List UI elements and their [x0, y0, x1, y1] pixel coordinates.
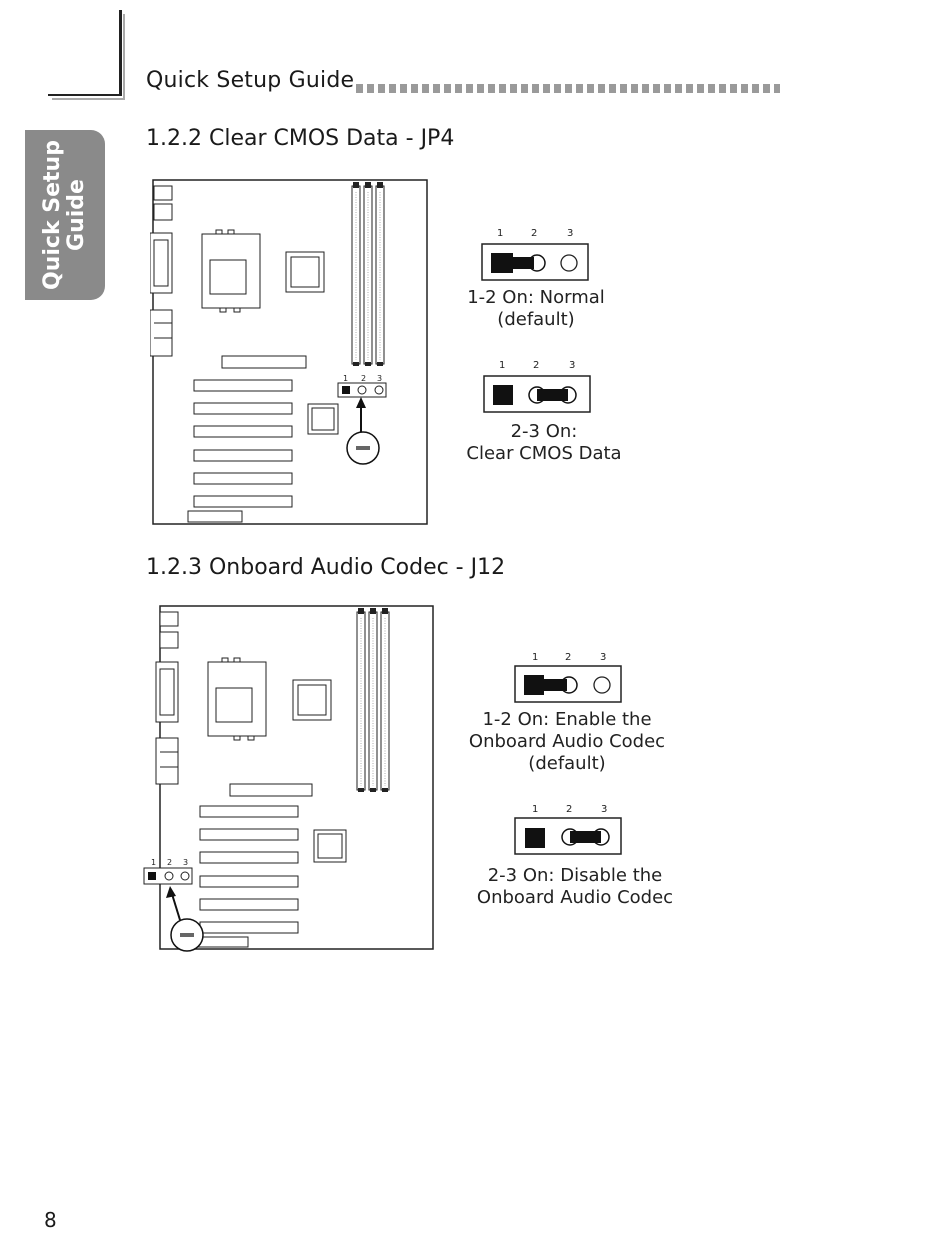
- caption-j12-disable: 2-3 On: Disable the Onboard Audio Codec: [470, 865, 680, 909]
- corner-mark-shadow: [123, 14, 125, 100]
- pin-label-3: 3: [600, 652, 606, 663]
- pin-label-1: 1: [532, 804, 538, 815]
- pin-label-1: 1: [532, 652, 538, 663]
- jumper-jp4-1-2: 1 2 3: [480, 224, 592, 284]
- board-pin-1: 1: [343, 374, 348, 383]
- caption-line: 1-2 On: Normal: [456, 287, 616, 309]
- header-dotted-rule: [356, 84, 780, 93]
- caption-line: (default): [466, 753, 668, 775]
- page-header-title: Quick Setup Guide: [146, 68, 354, 93]
- corner-mark-vertical: [119, 10, 122, 96]
- caption-line: (default): [456, 309, 616, 331]
- pin-label-2: 2: [533, 360, 539, 371]
- jumper-j12-1-2: 1 2 3: [511, 646, 623, 706]
- board-pin-2: 2: [167, 858, 172, 867]
- caption-jp4-clear: 2-3 On: Clear CMOS Data: [456, 421, 632, 465]
- caption-line: Onboard Audio Codec: [466, 731, 668, 753]
- caption-line: 2-3 On:: [456, 421, 632, 443]
- caption-j12-enable: 1-2 On: Enable the Onboard Audio Codec (…: [466, 709, 668, 775]
- caption-line: 2-3 On: Disable the: [470, 865, 680, 887]
- section-title-clear-cmos: 1.2.2 Clear CMOS Data - JP4: [146, 126, 454, 151]
- pin-label-1: 1: [499, 360, 505, 371]
- motherboard-diagram-j12: 1 2 3: [142, 604, 436, 954]
- caption-line: Clear CMOS Data: [456, 443, 632, 465]
- board-pin-3: 3: [183, 858, 188, 867]
- board-pin-3: 3: [377, 374, 382, 383]
- page-number: 8: [44, 1208, 57, 1232]
- pin-label-3: 3: [601, 804, 607, 815]
- pin-label-2: 2: [566, 804, 572, 815]
- jumper-jp4-2-3: 1 2 3: [480, 356, 592, 416]
- pin-label-1: 1: [497, 228, 503, 239]
- pin-label-3: 3: [569, 360, 575, 371]
- pin-label-2: 2: [531, 228, 537, 239]
- section-title-audio-codec: 1.2.3 Onboard Audio Codec - J12: [146, 555, 505, 580]
- caption-jp4-normal: 1-2 On: Normal (default): [456, 287, 616, 331]
- board-pin-2: 2: [361, 374, 366, 383]
- corner-mark-shadow-h: [52, 98, 124, 100]
- side-tab-line2: Guide: [65, 140, 89, 290]
- side-tab-label: Quick Setup Guide: [41, 140, 89, 290]
- pin-label-2: 2: [565, 652, 571, 663]
- caption-line: 1-2 On: Enable the: [466, 709, 668, 731]
- pin-label-3: 3: [567, 228, 573, 239]
- side-tab: Quick Setup Guide: [25, 130, 105, 300]
- board-pin-1: 1: [151, 858, 156, 867]
- corner-mark-horizontal: [48, 94, 122, 96]
- motherboard-diagram-jp4: 1 2 3: [150, 178, 430, 526]
- caption-line: Onboard Audio Codec: [470, 887, 680, 909]
- jumper-j12-2-3: 1 2 3: [511, 798, 625, 858]
- side-tab-line1: Quick Setup: [41, 140, 65, 290]
